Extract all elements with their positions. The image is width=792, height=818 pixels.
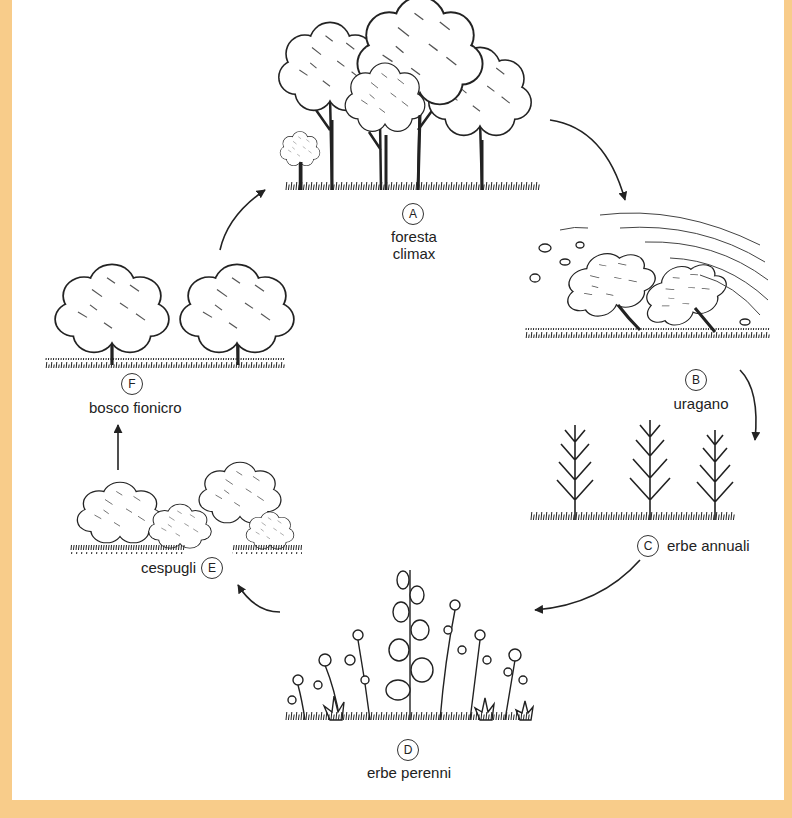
cycle-arrow	[550, 120, 625, 200]
letter-circle: A	[402, 203, 424, 225]
stage-label: erbe annuali	[666, 537, 751, 554]
cycle-arrow	[238, 585, 280, 612]
letter-circle: B	[685, 369, 707, 391]
letter-circle: F	[121, 373, 143, 395]
hurricane-trees	[525, 213, 770, 338]
stage-label: uragano	[655, 395, 747, 412]
succession-stage: Aforesta climax	[265, 0, 550, 265]
stage-letter: A	[409, 208, 417, 220]
stage-letter: D	[404, 744, 413, 756]
letter-circle: D	[397, 739, 419, 761]
stage-letter: C	[644, 540, 653, 552]
shrubs	[70, 463, 302, 554]
cycle-arrow	[535, 560, 640, 610]
cycle-arrow	[117, 425, 119, 470]
stage-letter: E	[208, 562, 216, 574]
stage-label: foresta climax	[373, 228, 455, 262]
stage-label: cespugli	[95, 559, 197, 576]
cycle-arrow	[220, 190, 265, 250]
annual-herbs	[530, 420, 735, 522]
stage-label: bosco fionicro	[88, 399, 183, 416]
stage-label: erbe perenni	[348, 764, 470, 781]
stage-letter: F	[128, 378, 135, 390]
succession-stage: Buragano	[520, 200, 740, 415]
pioneer-wood	[45, 265, 293, 368]
succession-stage: Fbosco fionicro	[35, 250, 300, 425]
perennial-herbs	[285, 570, 533, 722]
succession-stage: Cerbe annuali	[515, 440, 765, 560]
climax-forest	[280, 0, 540, 192]
letter-circle: C	[637, 535, 659, 557]
stage-letter: B	[692, 374, 700, 386]
succession-stage: Derbe perenni	[280, 560, 535, 795]
succession-stage: Ecespugli	[60, 470, 315, 585]
letter-circle: E	[201, 557, 223, 579]
